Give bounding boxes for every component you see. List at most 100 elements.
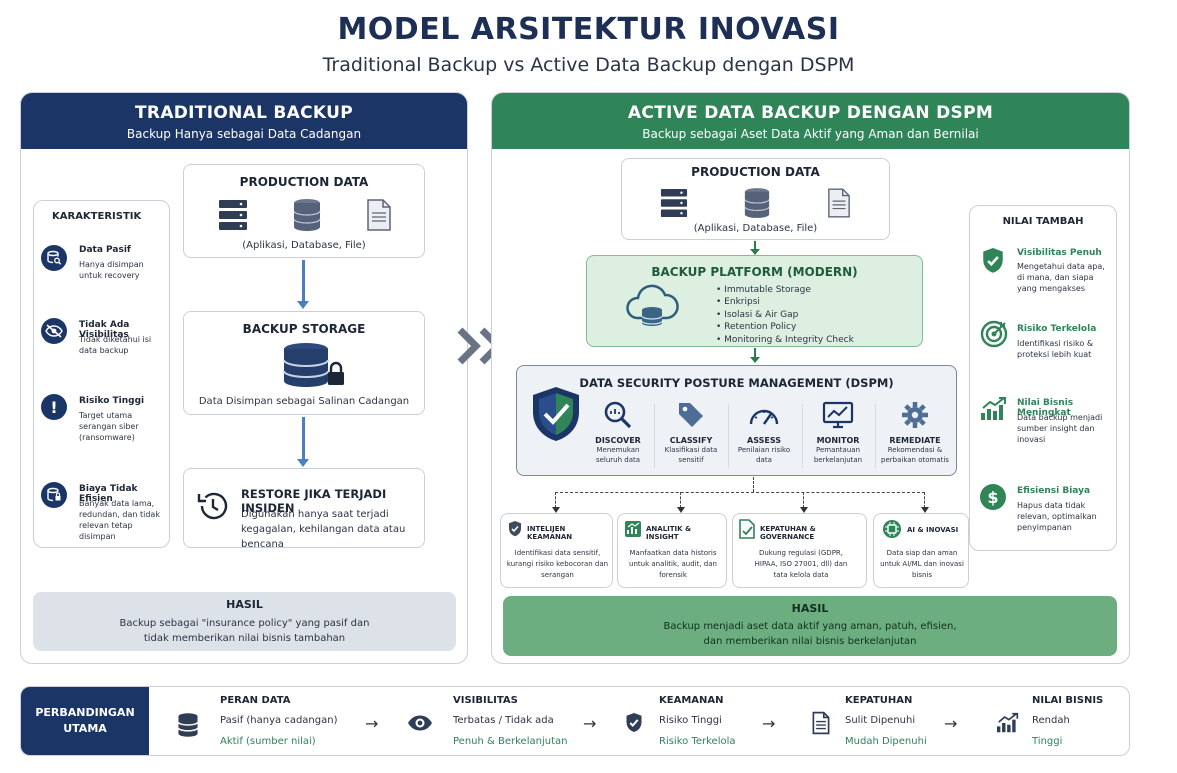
outcome-desc: Manfaatkan data historis untuk analitik,…: [629, 549, 717, 579]
gauge-icon: [733, 400, 795, 434]
growth-chart-icon: [980, 396, 1008, 426]
comparison-new-value: Aktif (sumber nilai): [220, 736, 316, 747]
platform-feature: • Immutable Storage: [716, 285, 811, 295]
dspm-step: REMEDIATE Rekomendasi & perbaikan otomat…: [879, 400, 951, 465]
karakteristik-item: Tidak Ada Visibilitas Tidak diketahui is…: [41, 316, 169, 366]
comparison-new-value: Penuh & Berkelanjutan: [453, 736, 568, 747]
karakteristik-item-desc: Hanya disimpan untuk recovery: [79, 260, 144, 280]
backup-platform-title: BACKUP PLATFORM (MODERN): [651, 265, 858, 279]
page-title: MODEL ARSITEKTUR INOVASI: [337, 12, 840, 47]
nilai-tambah-item-title: Efisiensi Biaya: [1017, 486, 1091, 496]
comparison-item: PERAN DATA Pasif (hanya cadangan) Aktif …: [175, 690, 379, 752]
karakteristik-item: Data Pasif Hanya disimpan untuk recovery: [41, 243, 169, 293]
dspm-divider: [875, 404, 876, 468]
comparison-old-value: Pasif (hanya cadangan): [220, 715, 338, 726]
arrow-right-icon: →: [944, 714, 958, 733]
outcome-title: ANALITIK & INSIGHT: [646, 525, 692, 541]
connector-arrow: [677, 492, 685, 513]
database-icon: [177, 712, 199, 742]
nilai-tambah-item-title: Risiko Terkelola: [1017, 324, 1097, 334]
karakteristik-item-title: Risiko Tinggi: [79, 396, 145, 406]
history-icon: [196, 489, 230, 527]
karakteristik-title: KARAKTERISTIK: [52, 211, 142, 222]
active-header: ACTIVE DATA BACKUP DENGAN DSPM Backup se…: [492, 93, 1129, 149]
platform-feature: • Monitoring & Integrity Check: [716, 334, 854, 345]
dspm-divider: [654, 404, 655, 468]
nilai-tambah-item: Visibilitas Penuh Mengetahui data apa, d…: [980, 246, 1114, 306]
karakteristik-item: ! Risiko Tinggi Target utama serangan si…: [41, 392, 169, 452]
karakteristik-item-desc: Tidak diketahui isi data backup: [79, 335, 152, 355]
comparison-new-value: Risiko Terkelola: [659, 736, 736, 747]
server-icon: [218, 199, 248, 235]
server-icon: [660, 188, 688, 222]
dspm-box: DATA SECURITY POSTURE MANAGEMENT (DSPM) …: [516, 365, 957, 476]
arrow-right-icon: →: [583, 714, 597, 733]
right-production-data-box: PRODUCTION DATA (Aplikasi, Database, Fil…: [621, 158, 890, 240]
dspm-step: DISCOVER Menemukan seluruh data: [587, 400, 649, 465]
database-icon: [743, 187, 771, 223]
comparison-new-value: Tinggi: [1032, 736, 1063, 747]
outcome-card: INTELIJEN KEAMANAN Identifikasi data sen…: [500, 513, 613, 588]
file-icon: [366, 199, 392, 235]
dspm-step: CLASSIFY Klasifikasi data sensitif: [660, 400, 722, 465]
shield-check-icon: [624, 711, 644, 739]
left-hasil-text: Backup sebagai "insurance policy" yang p…: [119, 618, 370, 644]
outcome-desc: Data siap dan aman untuk AI/ML dan inova…: [880, 549, 964, 579]
arrow-right-icon: →: [365, 714, 379, 733]
file-icon: [827, 188, 851, 222]
dspm-step-desc: Rekomendasi & perbaikan otomatis: [881, 446, 949, 464]
database-search-icon: [41, 245, 67, 271]
connector-arrow: [552, 492, 560, 513]
dspm-divider: [802, 404, 803, 468]
platform-feature: • Enkripsi: [716, 297, 760, 308]
platform-feature-list: • Immutable Storage • Enkripsi • Isolasi…: [716, 284, 854, 346]
cloud-database-icon: [623, 280, 681, 338]
dspm-shield-icon: [527, 384, 585, 448]
nilai-tambah-item-desc: Data backup menjadi sumber insight dan i…: [1017, 413, 1103, 444]
flow-arrow: [297, 417, 309, 467]
comparison-label: PERBANDINGAN UTAMA: [35, 706, 135, 735]
backup-storage-box: BACKUP STORAGE Data Disimpan sebagai Sal…: [183, 311, 425, 415]
document-icon: [812, 711, 830, 739]
comparison-item-title: KEAMANAN: [659, 695, 724, 706]
flow-arrow: [750, 348, 760, 363]
dollar-icon: $: [980, 484, 1006, 510]
restore-box: RESTORE JIKA TERJADI INSIDEN Digunakan h…: [183, 468, 425, 550]
shield-check-icon: [507, 520, 523, 542]
dspm-step-desc: Penilaian risiko data: [737, 446, 791, 464]
flow-arrow: [750, 241, 760, 255]
comparison-bar: PERBANDINGAN UTAMA: [20, 686, 1130, 756]
traditional-subtitle: Backup Hanya sebagai Data Cadangan: [126, 127, 362, 141]
right-hasil-title: HASIL: [791, 602, 829, 615]
comparison-item: KEAMANAN Risiko Tinggi Risiko Terkelola …: [622, 690, 802, 752]
database-icon: [292, 198, 322, 236]
comparison-item: NILAI BISNIS Rendah Tinggi: [994, 690, 1124, 752]
comparison-item-title: PERAN DATA: [220, 695, 291, 706]
restore-caption: Digunakan hanya saat terjadi kegagalan, …: [241, 509, 406, 550]
nilai-tambah-item: Risiko Terkelola Identifikasi risiko & p…: [980, 320, 1114, 370]
karakteristik-item-title: Tidak Ada Visibilitas: [79, 320, 130, 340]
dspm-divider: [728, 404, 729, 468]
left-production-data-box: PRODUCTION DATA (Aplikasi, Database, Fil…: [183, 164, 425, 258]
nilai-tambah-item-desc: Mengetahui data apa, di mana, dan siapa …: [1017, 262, 1105, 293]
comparison-item: VISIBILITAS Terbatas / Tidak ada Penuh &…: [405, 690, 605, 752]
right-hasil-box: HASIL Backup menjadi aset data aktif yan…: [503, 596, 1117, 656]
comparison-item-title: NILAI BISNIS: [1032, 695, 1104, 706]
dspm-step: ASSESS Penilaian risiko data: [733, 400, 795, 465]
dspm-step-desc: Menemukan seluruh data: [595, 446, 641, 464]
document-check-icon: [739, 519, 755, 543]
right-production-caption: (Aplikasi, Database, File): [693, 223, 818, 234]
comparison-item-title: KEPATUHAN: [845, 695, 913, 706]
comparison-old-value: Risiko Tinggi: [659, 715, 722, 726]
active-title: ACTIVE DATA BACKUP DENGAN DSPM: [627, 103, 994, 123]
ai-chip-icon: [882, 519, 902, 543]
right-hasil-text: Backup menjadi aset data aktif yang aman…: [663, 621, 957, 647]
nilai-tambah-item-title: Visibilitas Penuh: [1017, 248, 1102, 258]
dspm-step-title: MONITOR: [816, 436, 860, 445]
dspm-step-title: CLASSIFY: [669, 436, 713, 445]
outcome-title: INTELIJEN KEAMANAN: [527, 525, 573, 541]
karakteristik-item-title: Data Pasif: [79, 245, 131, 255]
comparison-old-value: Terbatas / Tidak ada: [453, 715, 554, 726]
gear-icon: [879, 400, 951, 434]
comparison-old-value: Rendah: [1032, 715, 1070, 726]
